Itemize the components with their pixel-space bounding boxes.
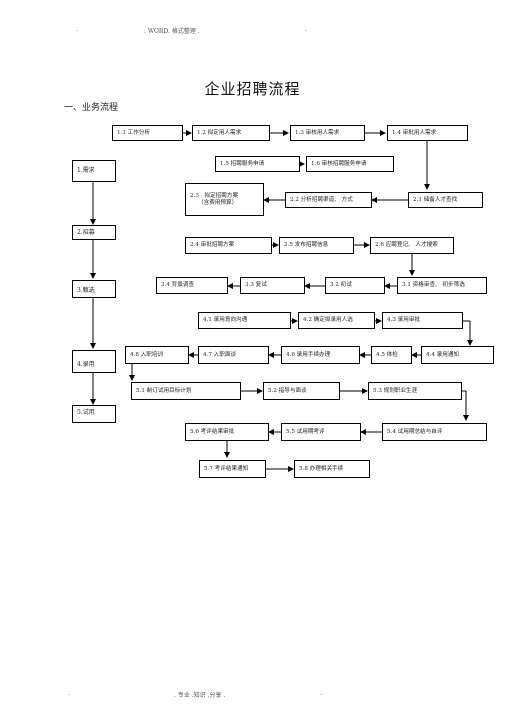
- step-2-3: 2.3 拟定招聘方案 （含费用预算）: [185, 183, 264, 216]
- stage-screen: 3.甄选: [72, 280, 116, 298]
- step-5-3: 5.3 规划职业生涯: [368, 382, 462, 400]
- step-5-7: 5.7 考评结果通知: [199, 460, 266, 478]
- step-4-6: 4.6 录用手续办理: [281, 346, 360, 364]
- step-2-4: 2.4 审批招聘方案: [185, 237, 272, 254]
- step-2-3-line1: 2.3 拟定招聘方案: [190, 192, 239, 199]
- step-1-6: 1.6 审核招聘服务申请: [306, 156, 394, 172]
- step-5-4: 5.4 试用期总结与自评: [382, 423, 487, 441]
- header-text: . WORD. 格式整理 .: [144, 28, 200, 35]
- step-2-3-line2: （含费用预算）: [198, 199, 238, 206]
- step-1-5: 1.5 招聘服务申请: [215, 156, 300, 172]
- step-2-2: 2.2 分析招聘渠道、 方式: [285, 192, 372, 208]
- step-5-8: 5.8 办理相关手续: [294, 460, 370, 478]
- step-5-5: 5.5 试用期考评: [281, 423, 361, 441]
- header-dot-left: .: [76, 26, 78, 33]
- step-3-2: 3.2 初试: [325, 277, 385, 294]
- footer-dot-left: .: [68, 690, 70, 697]
- stage-demand: 1.需求: [72, 160, 116, 182]
- step-5-1: 5.1 制订试用目标计划: [131, 382, 241, 400]
- step-1-3: 1.3 审核用人需求: [290, 125, 365, 141]
- step-1-2: 1.2 拟定用人需求: [192, 125, 270, 141]
- step-5-2: 5.2 指导与面谈: [263, 382, 340, 400]
- step-4-5: 4.5 体检: [371, 346, 412, 364]
- page-title: 企业招聘流程: [204, 80, 301, 98]
- step-4-8: 4.8 入职培训: [125, 346, 189, 364]
- step-3-4: 3.4 背景调查: [156, 277, 228, 294]
- step-3-1: 3.1 资格审查、 初步筛选: [397, 277, 487, 294]
- step-2-5: 2.5 发布招聘信息: [279, 237, 354, 254]
- section-heading: 一、业务流程: [64, 103, 119, 113]
- step-4-7: 4.7 入职面谈: [198, 346, 269, 364]
- stage-recruit: 2.招募: [72, 225, 116, 240]
- step-1-4: 1.4 审批用人需求: [387, 125, 468, 141]
- stage-hire: 4.录用: [72, 350, 116, 373]
- step-3-3: 3.3 复试: [240, 277, 305, 294]
- step-2-6: 2.6 应聘登记、 人才搜索: [370, 237, 454, 254]
- footer-dot-right: .: [320, 690, 322, 697]
- step-1-1: 1.1 工作分析: [112, 125, 183, 141]
- step-4-1: 4.1 录用意向沟通: [198, 312, 291, 329]
- step-4-3: 4.3 录用审批: [382, 312, 463, 329]
- footer-text: . 专业 .知识 .分享 .: [174, 692, 226, 699]
- header-dot-right: .: [305, 26, 307, 33]
- step-4-2: 4.2 确定拟录用人选: [298, 312, 375, 329]
- step-2-1: 2.1 储备人才查找: [408, 192, 483, 208]
- step-5-6: 5.6 考评结果审批: [185, 423, 269, 441]
- stage-probation: 5.试用: [72, 405, 116, 423]
- step-4-4: 4.4 录用通知: [421, 346, 494, 364]
